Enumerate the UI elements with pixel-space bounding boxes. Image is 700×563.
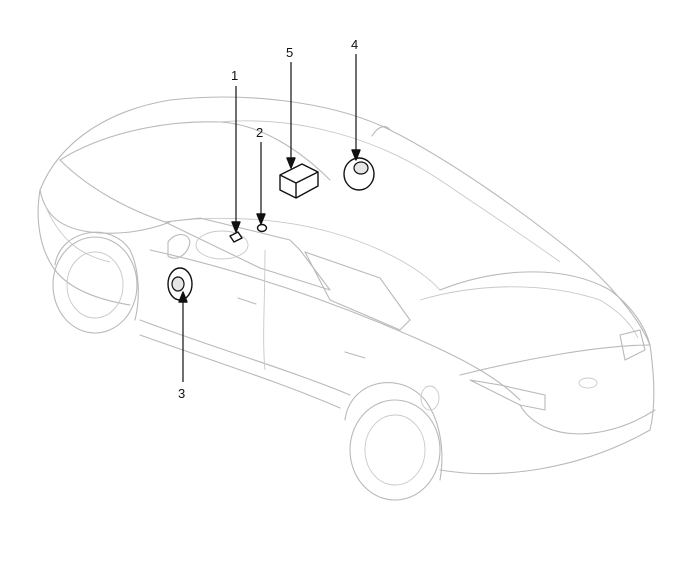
callout-3: 3: [178, 386, 185, 401]
part-3-door-speaker: [167, 267, 193, 301]
callout-1: 1: [231, 68, 238, 83]
part-1-dash-unit: [229, 231, 243, 243]
arrowhead-1: [231, 221, 241, 233]
arrowhead-3: [178, 291, 188, 303]
arrowhead-4: [351, 149, 361, 161]
callout-4: 4: [351, 37, 358, 52]
arrowhead-5: [286, 157, 296, 169]
car-outline: [37, 96, 656, 501]
part-5-module-box: [279, 163, 319, 199]
leader-lines: [178, 54, 361, 382]
arrowhead-2: [256, 213, 266, 225]
callout-5: 5: [286, 45, 293, 60]
callout-labels: 1 2 3 4 5: [178, 37, 358, 401]
callout-2: 2: [256, 125, 263, 140]
part-4-round-speaker: [343, 157, 375, 191]
part-2-small-sensor: [256, 223, 268, 233]
